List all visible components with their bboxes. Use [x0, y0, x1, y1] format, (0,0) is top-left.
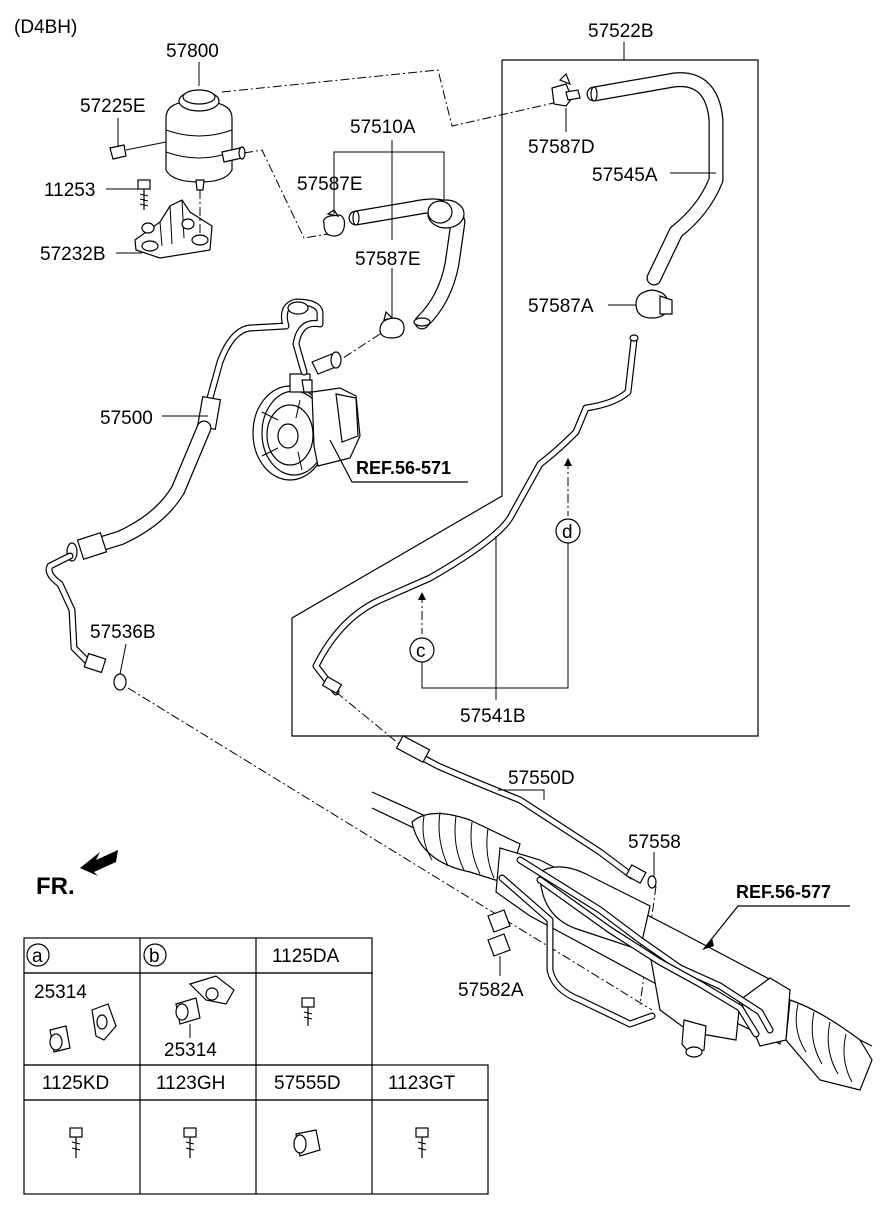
table-key-a [26, 943, 50, 967]
o-ring-57536b[interactable] [113, 673, 127, 691]
clip-57582a[interactable] [487, 909, 511, 957]
front-label: FR. [36, 873, 75, 900]
label-57232b: 57232B [40, 244, 106, 265]
label-57582a: 57582A [458, 980, 524, 1001]
pressure-hose-fitting[interactable] [287, 301, 309, 315]
reservoir-cap-screw[interactable] [109, 144, 127, 160]
ref-leader-gear [705, 905, 850, 947]
leader-reservoir-suction [243, 149, 329, 239]
table-header-57555d: 57555D [274, 1073, 341, 1094]
table-header-1125kd: 1125KD [42, 1073, 109, 1094]
bolt-1123gh-icon [183, 1127, 197, 1158]
power-steering-pump[interactable] [252, 351, 361, 481]
label-ref-56-571: REF.56-571 [356, 458, 451, 478]
table-key-b-text: b [149, 946, 160, 967]
callout-c-text: c [416, 641, 426, 662]
label-57558: 57558 [628, 832, 681, 853]
grommet-icon [49, 1003, 117, 1053]
ref-leader-pump [329, 439, 468, 483]
table-cell-a-part: 25314 [34, 982, 87, 1003]
label-57500: 57500 [100, 408, 153, 429]
front-arrow-icon [80, 850, 118, 876]
bolt-1125da-icon [301, 997, 315, 1026]
label-57510a: 57510A [350, 117, 416, 138]
return-hose-assy-box [291, 59, 759, 737]
label-57587e-upper: 57587E [297, 174, 363, 195]
suction-hose-clamp-lower[interactable] [379, 310, 405, 339]
suction-hose-clamp-upper[interactable] [323, 209, 346, 237]
label-57225e: 57225E [80, 96, 146, 117]
return-hose-clamp-d[interactable] [551, 72, 581, 107]
label-57550d: 57550D [508, 768, 575, 789]
bolt-11253[interactable] [137, 179, 151, 210]
label-ref-56-577: REF.56-577 [736, 882, 831, 902]
reservoir-bracket[interactable] [134, 199, 213, 259]
label-57587e-lower: 57587E [355, 249, 421, 270]
label-57522b: 57522B [588, 21, 654, 42]
variant-label: (D4BH) [14, 17, 77, 38]
bushing-57555d-icon [293, 1129, 321, 1157]
label-57541b: 57541B [460, 706, 526, 727]
table-key-b [143, 943, 167, 967]
table-key-a-text: a [32, 946, 43, 967]
label-57545a: 57545A [592, 165, 658, 186]
clamp-grommet-icon [175, 975, 235, 1025]
table-cell-b-part: 25314 [164, 1040, 217, 1061]
leader-pressure-to-gear [127, 687, 653, 1011]
label-11253: 11253 [44, 180, 95, 201]
table-header-1123gt: 1123GT [388, 1073, 456, 1094]
reservoir-tank[interactable] [165, 89, 246, 191]
parts-table [23, 937, 489, 1195]
label-57587d: 57587D [528, 137, 595, 158]
return-hose-clamp-a[interactable] [635, 289, 673, 319]
table-header-1125da: 1125DA [272, 946, 340, 967]
label-57536b: 57536B [90, 622, 156, 643]
table-header-1123gh: 1123GH [156, 1073, 225, 1094]
bolt-1123gt-icon [415, 1127, 429, 1158]
pressure-hose-crimp[interactable] [76, 532, 108, 560]
label-57800: 57800 [166, 41, 219, 62]
bolt-1125kd-icon [69, 1127, 83, 1158]
o-ring-57558[interactable] [647, 875, 657, 889]
label-57587a: 57587A [528, 296, 594, 317]
leader-reservoir-return [221, 69, 559, 127]
callout-d-text: d [562, 522, 573, 543]
